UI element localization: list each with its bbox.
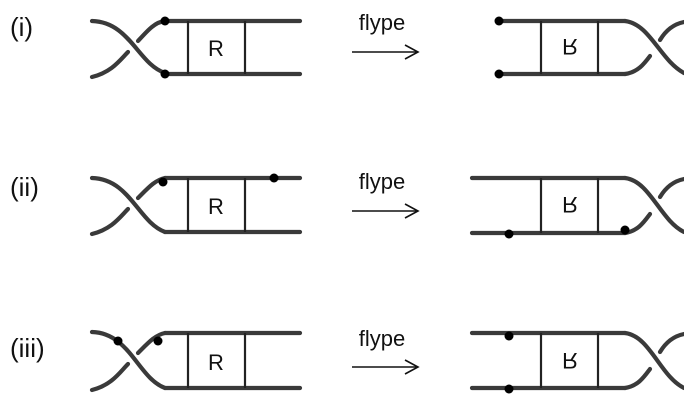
row-2: (ii) R flype R [10, 169, 684, 239]
marked-point [504, 384, 514, 394]
marked-point [160, 69, 170, 79]
tangle-after: R [494, 16, 684, 79]
marked-point [494, 16, 504, 26]
crossing-strand-over [622, 175, 684, 235]
crossing-strand-under-a [622, 53, 653, 77]
crossing-strand-under-a [89, 206, 131, 237]
marked-point [494, 69, 504, 79]
arrow-head [404, 44, 420, 60]
crossing-strand-under-b [657, 176, 684, 200]
row-1: (i) R flype R [10, 10, 684, 80]
tangle-label-flipped: R [562, 348, 578, 373]
row-3: (iii) R flype R [10, 326, 684, 394]
tangle-label-flipped: R [562, 34, 578, 59]
marked-point [113, 336, 123, 346]
tangle-label: R [208, 194, 224, 219]
marked-point [504, 331, 514, 341]
marked-point [158, 177, 168, 187]
crossing-strand-over [89, 18, 168, 76]
marked-point [160, 16, 170, 26]
flype-arrow: flype [352, 326, 420, 375]
tangle-after: R [469, 330, 684, 394]
flype-arrow: flype [352, 169, 420, 219]
tangle-label-flipped: R [562, 192, 578, 217]
marked-point [620, 225, 630, 235]
row-label: (ii) [10, 172, 39, 202]
tangle-before: R [89, 16, 303, 80]
tangle-before: R [89, 173, 303, 237]
crossing-strand-over [622, 18, 684, 76]
crossing-strand-over [622, 330, 684, 391]
crossing-strand-under-a [89, 361, 131, 393]
operation-label: flype [359, 326, 405, 351]
crossing-strand-under-b [657, 19, 684, 43]
row-label: (i) [10, 12, 33, 42]
crossing-strand-under-b [135, 18, 168, 44]
tangle-label: R [208, 36, 224, 61]
operation-label: flype [359, 10, 405, 35]
row-label: (iii) [10, 333, 45, 363]
crossing-strand-under-b [657, 331, 684, 355]
tangle-after: R [469, 175, 684, 239]
crossing-strand-over [89, 175, 168, 235]
flype-arrow: flype [352, 10, 420, 60]
arrow-head [404, 359, 420, 375]
marked-point [153, 336, 163, 346]
arrow-head [404, 203, 420, 219]
marked-point [504, 229, 514, 239]
operation-label: flype [359, 169, 405, 194]
crossing-strand-under-a [622, 366, 653, 391]
crossing-strand-under-a [89, 49, 131, 80]
tangle-before: R [89, 329, 303, 393]
marked-point [269, 173, 279, 183]
tangle-label: R [208, 350, 224, 375]
crossing-strand-over [89, 329, 168, 391]
crossing-strand-under-b [135, 330, 168, 356]
